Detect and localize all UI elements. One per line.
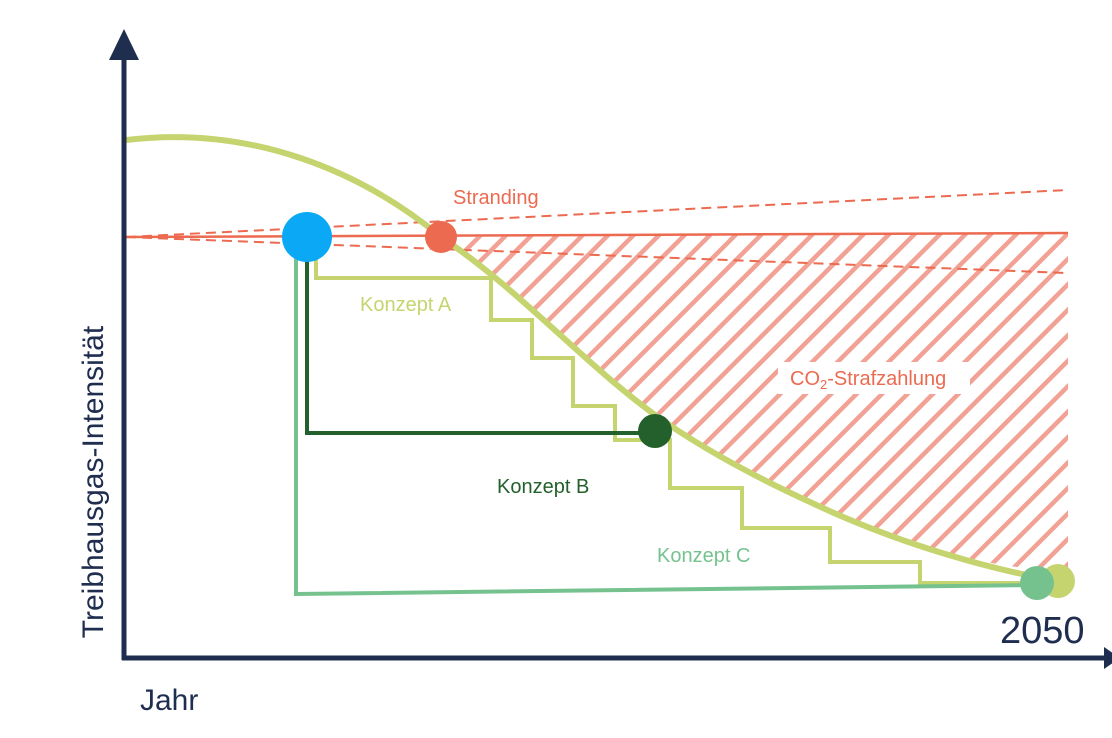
x-axis-label: Jahr <box>140 684 198 717</box>
stranding-lower-dashed-line <box>125 236 1069 274</box>
x-axis-arrow <box>1104 647 1112 669</box>
concept-a-path <box>314 240 1038 585</box>
co2-penalty-label: CO2-Strafzahlung <box>790 368 946 392</box>
y-axis-label: Treibhausgas-Intensität <box>77 325 110 638</box>
y-axis-arrow <box>109 29 139 60</box>
concept-b-end-point <box>638 414 672 448</box>
concept-c-label: Konzept C <box>657 545 750 567</box>
target-path-curve <box>123 134 1063 584</box>
stranding-label: Stranding <box>453 187 539 209</box>
year-2050-label: 2050 <box>1000 610 1085 652</box>
concept-b-path <box>305 240 655 435</box>
co2-penalty-area <box>441 233 1068 571</box>
co2-penalty-label-bg <box>778 362 970 394</box>
concept-a-label: Konzept A <box>360 294 452 316</box>
stranding-upper-dashed-line <box>125 189 1069 238</box>
stranding-point <box>425 221 457 253</box>
concept-b-label: Konzept B <box>497 476 589 498</box>
concept-c-end-point <box>1020 566 1054 600</box>
start-point <box>282 212 332 262</box>
concept-c-path <box>294 240 1039 597</box>
